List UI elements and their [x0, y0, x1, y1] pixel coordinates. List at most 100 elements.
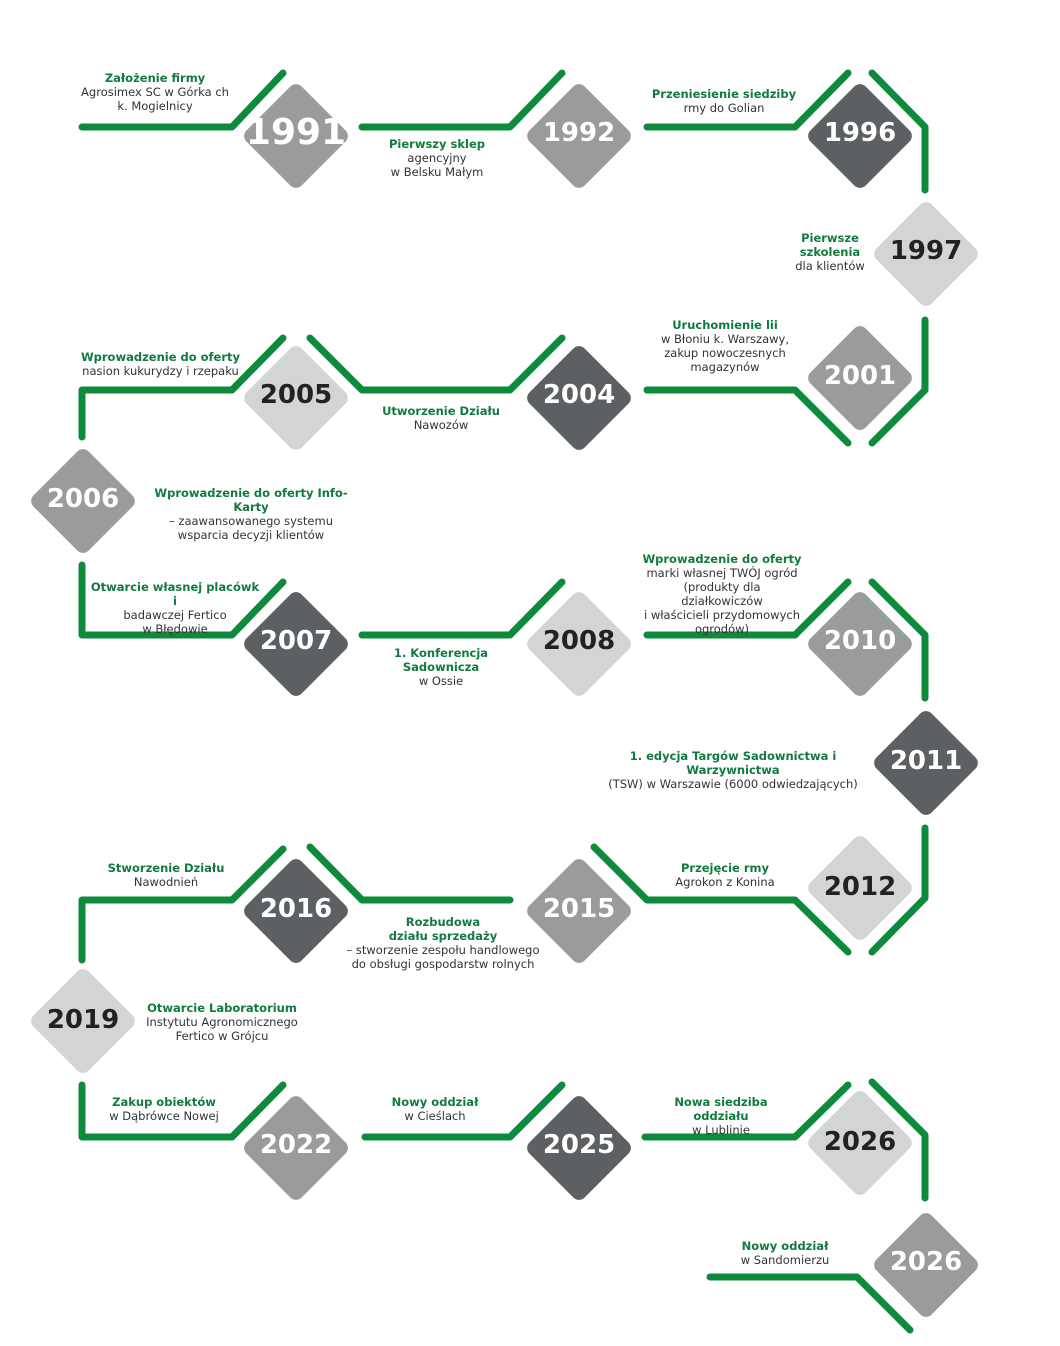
milestone-title: Nowy oddział [741, 1239, 829, 1253]
milestone-caption: Wprowadzenie do oferty nasion kukurydzy … [78, 350, 243, 378]
milestone-desc: w Błoniu k. Warszawy, zakup nowoczesnych… [660, 332, 789, 374]
milestone-desc: Agrokon z Konina [675, 875, 775, 889]
milestone-desc: Instytutu Agronomicznego Fertico w Grójc… [146, 1015, 298, 1043]
milestone-title: Zakup obiektów [112, 1095, 216, 1109]
connector-line [78, 69, 287, 131]
connector-line [78, 561, 287, 639]
milestone-caption: Wprowadzenie do oferty Info-Karty – zaaw… [146, 486, 356, 542]
year-label: 2016 [259, 894, 333, 924]
year-label: 2007 [259, 626, 333, 656]
year-label: 2001 [823, 361, 897, 391]
milestone-title: Rozbudowa działu sprzedaży [388, 915, 498, 943]
year-label: 2008 [542, 626, 616, 656]
milestone-title: Przeniesienie siedziby [651, 87, 797, 101]
year-label: 2026 [823, 1127, 897, 1157]
milestone-title: Stworzenie Działu [107, 861, 225, 875]
milestone-title: Wprowadzenie do oferty [642, 552, 802, 566]
connector-line [78, 334, 287, 441]
connector-line [643, 386, 852, 447]
connector-line [643, 69, 852, 131]
year-label: 2026 [889, 1247, 963, 1277]
milestone-desc: marki własnej TWÓJ ogród (produkty dla d… [644, 566, 800, 636]
milestone-title: 1. Konferencja Sadownicza [393, 646, 489, 674]
connector-line [306, 334, 566, 394]
milestone-title: Uruchomienie lii [672, 318, 778, 332]
year-label: 2006 [46, 484, 120, 514]
milestone-title: Pierwszy sklep [389, 137, 485, 151]
milestone-title: Przejęcie rmy [680, 861, 770, 875]
milestone-caption: Nowa siedziba oddziału w Lublinie [646, 1095, 796, 1137]
milestone-caption: Założenie firmy Agrosimex SC w Górka ch … [70, 71, 240, 113]
milestone-caption: Zakup obiektów w Dąbrówce Nowej [94, 1095, 234, 1123]
milestone-desc: – zaawansowanego systemu wsparcia decyzj… [169, 514, 333, 542]
milestone-desc: w Dąbrówce Nowej [109, 1109, 219, 1123]
year-label: 2004 [542, 380, 616, 410]
milestone-title: Wprowadzenie do oferty [80, 350, 241, 364]
connector-line [868, 578, 929, 702]
connector-line [868, 824, 929, 956]
connector-line [641, 1081, 852, 1141]
milestone-title: Nowa siedziba oddziału [674, 1095, 768, 1123]
milestone-title: Otwarcie Laboratorium [147, 1001, 297, 1015]
year-label: 1997 [889, 236, 963, 266]
milestone-desc: Nawodnień [133, 875, 199, 889]
milestone-desc: badawczej Fertico w Błędowie [123, 608, 227, 636]
milestone-caption: Wprowadzenie do oferty marki własnej TWÓ… [642, 552, 802, 636]
connector-line [306, 843, 366, 904]
milestone-desc: nasion kukurydzy i rzepaku [82, 364, 239, 378]
milestone-caption: Rozbudowa działu sprzedaży – stworzenie … [343, 915, 543, 971]
year-label: 2022 [259, 1130, 333, 1160]
milestone-caption: Otwarcie Laboratorium Instytutu Agronomi… [142, 1001, 302, 1043]
milestone-caption: 1. Konferencja Sadownicza w Ossie [356, 646, 526, 688]
milestone-desc: w Ossie [418, 674, 464, 688]
year-label: 1991 [245, 112, 347, 153]
year-label: 2012 [823, 872, 897, 902]
milestone-title: Założenie firmy [104, 71, 206, 85]
connector-line [78, 845, 287, 964]
milestone-desc: Agrosimex SC w Górka ch k. Mogielnicy [81, 85, 229, 113]
year-label: 2010 [823, 626, 897, 656]
connector-line [358, 578, 566, 639]
milestone-caption: Pierwszy sklep agencyjny w Belsku Małym [357, 137, 517, 179]
milestone-desc: (TSW) w Warszawie (6000 odwiedzających) [608, 777, 858, 791]
milestone-title: Otwarcie własnej placówk i [90, 580, 260, 608]
connector-line [643, 578, 852, 639]
milestone-title: Nowy oddział [391, 1095, 479, 1109]
year-label: 1996 [823, 118, 897, 148]
milestone-caption: Nowy oddział w Sandomierzu [720, 1239, 850, 1267]
milestone-desc: dla klientów [795, 259, 865, 273]
connector-line [361, 1081, 566, 1141]
connector-line [868, 1078, 929, 1202]
connector-line [590, 843, 852, 956]
year-label: 2011 [889, 746, 963, 776]
milestone-desc: w Cieślach [404, 1109, 466, 1123]
connector-line [78, 1081, 287, 1141]
milestone-title: Utworzenie Działu [382, 404, 500, 418]
year-label: 2005 [259, 380, 333, 410]
milestone-desc: Nawozów [413, 418, 469, 432]
milestone-desc: w Sandomierzu [740, 1253, 830, 1267]
year-label: 2019 [46, 1005, 120, 1035]
milestone-desc: agencyjny w Belsku Małym [390, 151, 484, 179]
milestone-caption: Przejęcie rmy Agrokon z Konina [655, 861, 795, 889]
connector-line [868, 316, 929, 447]
year-label: 1992 [542, 118, 616, 148]
milestone-title: Pierwsze szkolenia [799, 231, 861, 259]
milestone-caption: Uruchomienie lii w Błoniu k. Warszawy, z… [645, 318, 805, 374]
milestone-title: Wprowadzenie do oferty Info-Karty [154, 486, 348, 514]
milestone-caption: Nowy oddział w Cieślach [370, 1095, 500, 1123]
milestone-caption: Stworzenie Działu Nawodnień [96, 861, 236, 889]
year-label: 2025 [542, 1130, 616, 1160]
milestone-caption: 1. edycja Targów Sadownictwa i Warzywnic… [592, 749, 874, 791]
milestone-caption: Utworzenie Działu Nawozów [366, 404, 516, 432]
connector-line [868, 69, 929, 194]
milestone-caption: Otwarcie własnej placówk i badawczej Fer… [90, 580, 260, 636]
milestone-desc: rmy do Golian [683, 101, 765, 115]
connector-line [358, 69, 566, 131]
year-label: 2015 [542, 894, 616, 924]
milestone-desc: w Lublinie [692, 1123, 750, 1137]
milestone-caption: Przeniesienie siedziby rmy do Golian [644, 87, 804, 115]
milestone-desc: – stworzenie zespołu handlowego do obsłu… [346, 943, 540, 971]
milestone-title: 1. edycja Targów Sadownictwa i Warzywnic… [629, 749, 837, 777]
